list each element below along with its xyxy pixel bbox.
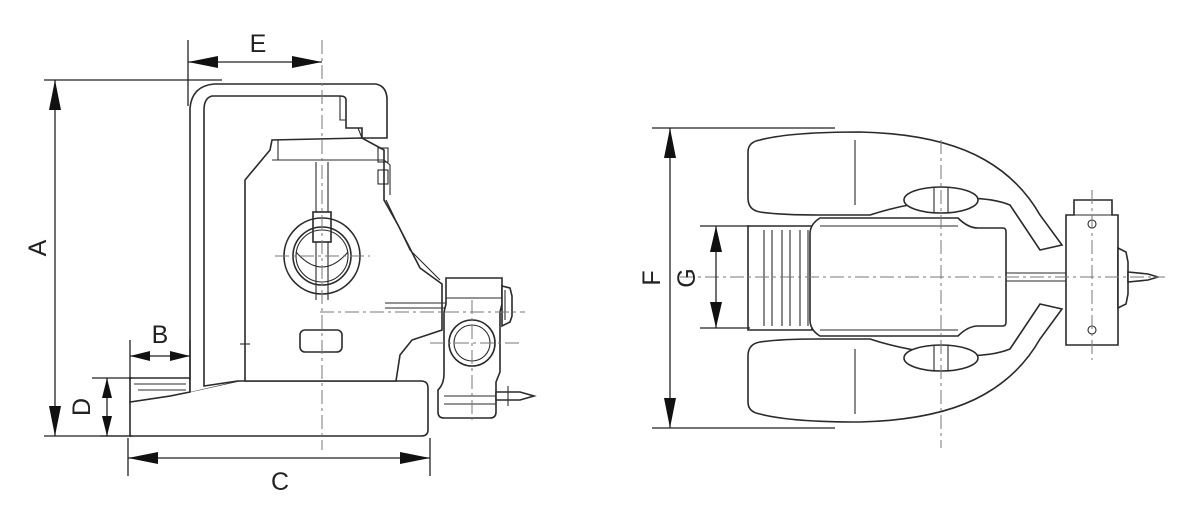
dimension-B: B: [129, 321, 191, 380]
dimension-C: C: [127, 438, 431, 496]
dimension-label-G: G: [673, 268, 701, 287]
top-body: [747, 225, 813, 331]
pump-housing: [437, 277, 503, 419]
base-plate: [129, 380, 429, 437]
dimension-F: F: [638, 127, 835, 429]
dimension-A: A: [24, 79, 222, 437]
valve-spindle: [495, 391, 537, 401]
side-view: A B C D: [24, 30, 537, 496]
dimension-label-F: F: [638, 270, 666, 285]
top-pump-knob: [1117, 246, 1129, 310]
top-view: F G: [638, 127, 1165, 448]
dimension-label-D: D: [68, 398, 96, 416]
jack-body: [244, 137, 443, 382]
pump-knob: [501, 284, 513, 328]
dimension-D: D: [68, 377, 132, 437]
dimension-label-B: B: [152, 321, 169, 349]
dimension-label-A: A: [24, 239, 52, 256]
dimension-label-E: E: [250, 30, 267, 58]
dimension-label-C: C: [271, 468, 289, 496]
dimension-G: G: [673, 225, 750, 329]
release-valve-slot: [299, 329, 343, 353]
dimension-E: E: [187, 30, 322, 106]
claw-frame: [189, 83, 388, 392]
